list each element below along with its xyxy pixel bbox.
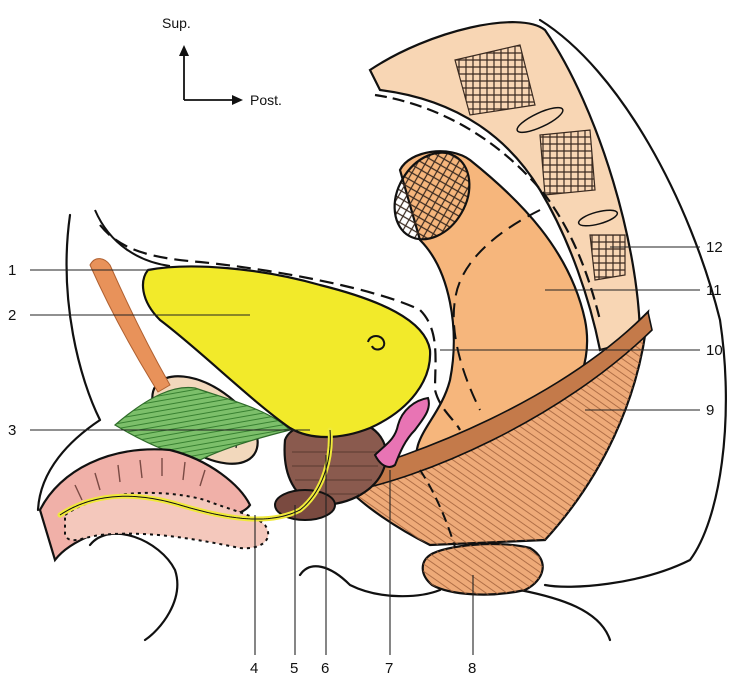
label-2: 2 — [8, 307, 16, 324]
label-9: 9 — [706, 402, 714, 419]
label-4: 4 — [250, 660, 258, 677]
label-7: 7 — [385, 660, 393, 677]
buttock-outline — [520, 590, 610, 640]
sacrum-hatch — [540, 130, 595, 195]
label-10: 10 — [706, 342, 723, 359]
label-8: 8 — [468, 660, 476, 677]
label-12: 12 — [706, 239, 723, 256]
label-1: 1 — [8, 262, 16, 279]
orientation-superior: Sup. — [162, 15, 191, 31]
superior-arrowhead-icon — [179, 45, 189, 56]
anal-sphincter-fibers — [423, 544, 543, 595]
label-3: 3 — [8, 422, 16, 439]
perineum-outline — [300, 566, 440, 596]
orientation-posterior: Post. — [250, 92, 282, 108]
scrotum-outline — [90, 534, 177, 640]
posterior-arrowhead-icon — [232, 95, 243, 105]
label-11: 11 — [706, 282, 722, 299]
label-6: 6 — [321, 660, 329, 677]
label-5: 5 — [290, 660, 298, 677]
sacrum-hatch — [590, 235, 625, 280]
